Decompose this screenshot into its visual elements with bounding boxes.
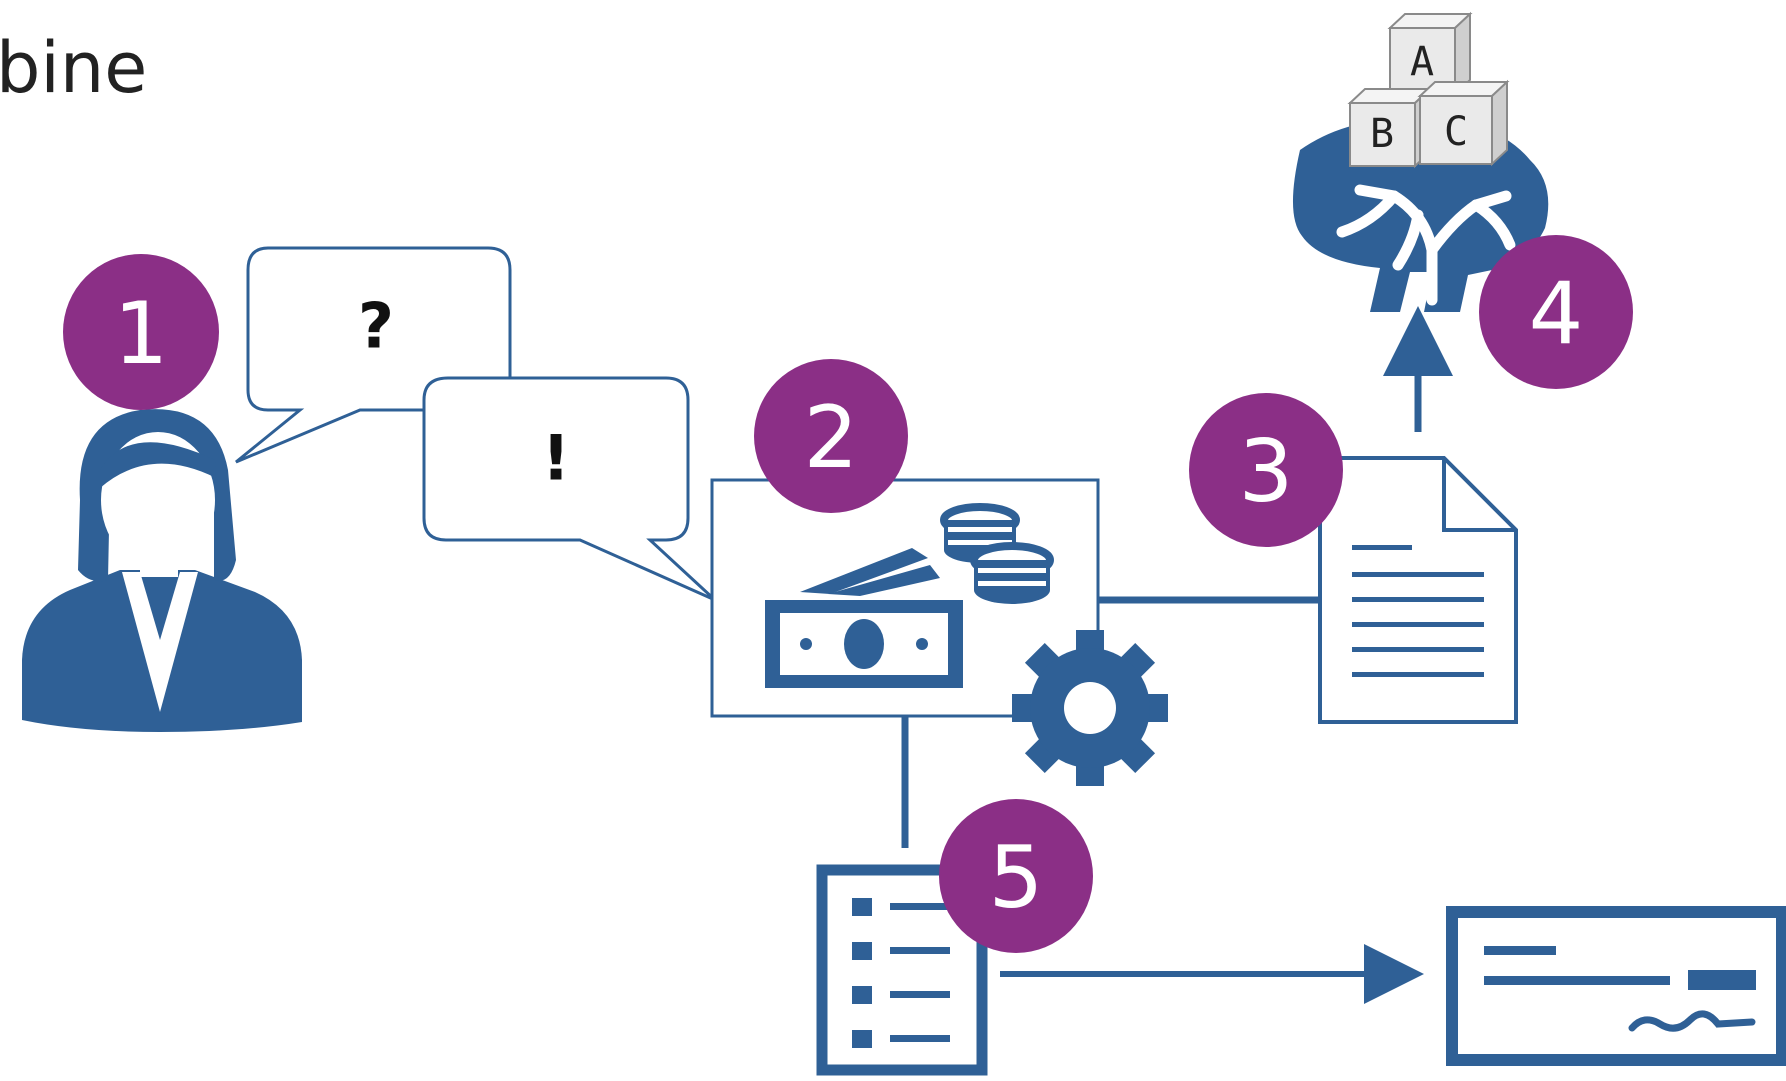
exclamation-text: ! — [542, 422, 570, 495]
step-badge-2: 2 — [754, 359, 908, 513]
question-mark-text: ? — [358, 290, 394, 363]
block-c-label: C — [1444, 109, 1468, 155]
step-number-5: 5 — [989, 828, 1044, 928]
document-icon — [1318, 456, 1518, 724]
banknote-icon — [765, 548, 963, 688]
coins-icon — [940, 503, 1054, 604]
step-badge-3: 3 — [1189, 393, 1343, 547]
gear-icon — [1012, 630, 1168, 786]
title-text: bine — [0, 27, 147, 109]
step-number-4: 4 — [1529, 264, 1584, 364]
step-number-2: 2 — [804, 388, 859, 488]
step-number-3: 3 — [1239, 422, 1294, 522]
cheque-icon — [1446, 906, 1786, 1066]
abc-blocks: A B C — [1347, 11, 1510, 169]
step-badge-5: 5 — [939, 799, 1093, 953]
step-badge-4: 4 — [1479, 235, 1633, 389]
block-a-label: A — [1410, 39, 1434, 85]
answer-bubble: ! — [422, 376, 717, 602]
payment-box — [710, 478, 1100, 718]
step-badge-1: 1 — [63, 254, 219, 410]
step-number-1: 1 — [114, 284, 169, 384]
person-icon — [22, 409, 302, 732]
brain-learning-icon: A B C — [1292, 11, 1549, 312]
block-b-label: B — [1370, 111, 1394, 157]
